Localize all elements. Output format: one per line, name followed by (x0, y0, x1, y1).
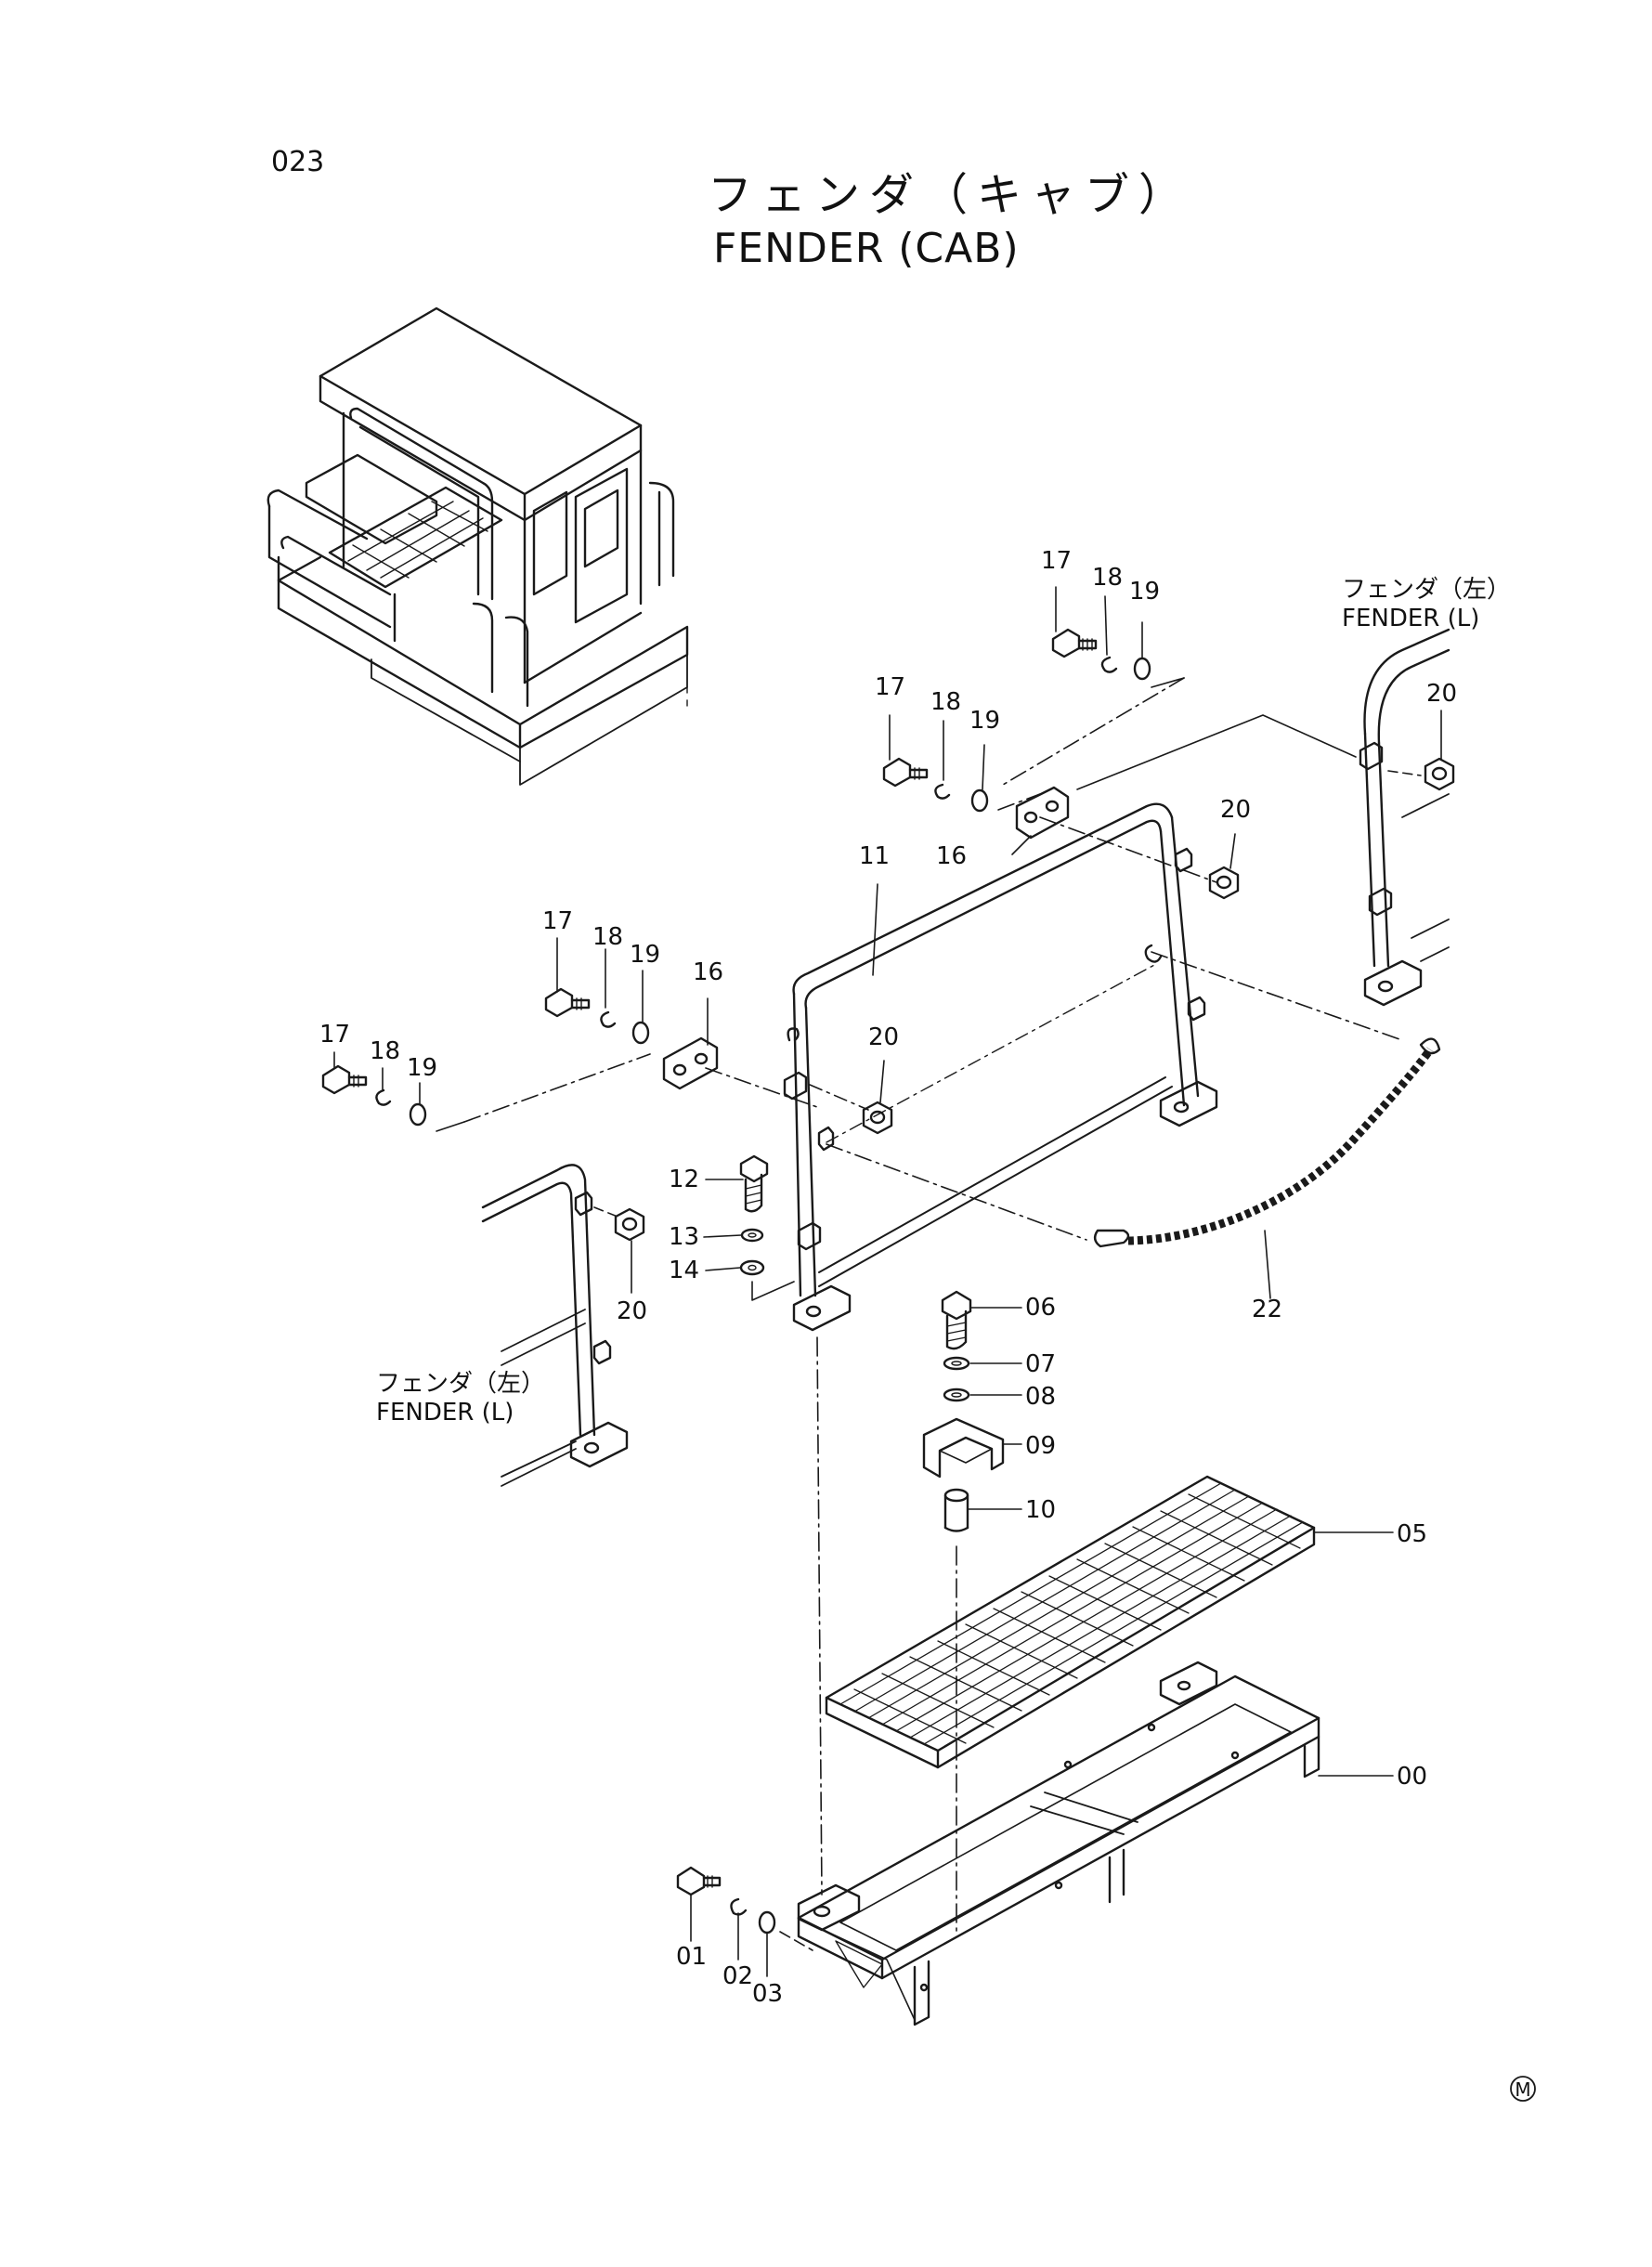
safety-chain (826, 951, 1441, 1248)
part-label-12: 12 (669, 1166, 699, 1193)
part-label-10: 10 (1025, 1496, 1056, 1524)
bolt-set-top-right (1002, 628, 1185, 786)
reference-left-japanese: フェンダ（左） (376, 1370, 546, 1398)
left-fender-rail (481, 1164, 629, 1487)
part-label-16: 16 (936, 842, 967, 870)
bolt-set-upper-middle (882, 757, 1041, 813)
part-label-14: 14 (669, 1257, 699, 1284)
part-label-17: 17 (1041, 547, 1072, 575)
maker-mark-circle (1510, 2076, 1536, 2102)
part-label-group: 17 18 19 17 18 19 17 18 19 17 18 19 20 2… (319, 547, 1457, 2008)
railing-frame (783, 802, 1218, 1332)
page-title-japanese: フェンダ（キャブ） (708, 169, 1193, 221)
clamp-plate-lower (662, 1036, 818, 1108)
bolt-set-lower-left (321, 1053, 651, 1132)
bolt-set-middle-left (544, 987, 650, 1045)
reference-right-japanese: フェンダ（左） (1342, 576, 1512, 604)
part-label-19: 19 (1129, 578, 1160, 606)
reference-left-english: FENDER (L) (376, 1399, 514, 1427)
bolt-01-assembly (676, 1866, 813, 1951)
part-label-20: 20 (1220, 796, 1251, 824)
nut-20-frame-left (862, 1101, 893, 1135)
part-label-20: 20 (1426, 680, 1457, 708)
part-label-18: 18 (592, 923, 623, 951)
part-label-17: 17 (875, 673, 905, 701)
right-fender-rail (1359, 628, 1450, 1007)
part-label-20: 20 (868, 1023, 899, 1051)
grating-grid (839, 1482, 1304, 1745)
bolt-12-assembly (739, 1154, 795, 1301)
part-label-13: 13 (669, 1223, 699, 1251)
page-title-english: FENDER (CAB) (713, 225, 1020, 272)
nut-20-left-fender (614, 1207, 645, 1242)
clamp-plate-upper (1015, 714, 1357, 883)
reference-left: フェンダ（左） FENDER (L) (376, 1370, 545, 1427)
part-label-16: 16 (693, 958, 723, 986)
part-label-17: 17 (319, 1021, 350, 1049)
part-label-20: 20 (617, 1297, 647, 1325)
part-label-00: 00 (1397, 1763, 1427, 1791)
nut-20-right-fender (1424, 757, 1455, 791)
part-label-19: 19 (407, 1054, 437, 1082)
part-label-19: 19 (630, 941, 660, 969)
part-label-05: 05 (1397, 1520, 1427, 1548)
leader-lines (333, 586, 1442, 1977)
part-label-06: 06 (1025, 1294, 1056, 1322)
grating-panel (825, 1475, 1316, 1769)
part-label-18: 18 (1092, 564, 1123, 592)
reference-right: フェンダ（左） FENDER (L) (1342, 576, 1511, 633)
part-label-11: 11 (859, 842, 890, 870)
part-label-17: 17 (542, 907, 573, 935)
bolt-06-assembly (922, 1290, 1005, 1937)
maker-mark-letter: M (1515, 2078, 1530, 2101)
part-label-02: 02 (722, 1962, 753, 1990)
part-label-08: 08 (1025, 1383, 1056, 1411)
cab-overview-illustration (267, 306, 689, 786)
part-label-07: 07 (1025, 1350, 1056, 1378)
part-label-19: 19 (969, 707, 1000, 735)
part-label-09: 09 (1025, 1432, 1056, 1460)
part-label-22: 22 (1252, 1296, 1282, 1323)
page-number: 023 (271, 146, 325, 178)
nut-20-frame-right (1208, 866, 1240, 900)
part-label-18: 18 (930, 688, 961, 716)
part-label-03: 03 (752, 1980, 783, 2008)
base-frame (797, 1336, 1320, 2026)
part-label-18: 18 (370, 1037, 400, 1065)
reference-right-english: FENDER (L) (1342, 605, 1480, 633)
part-label-01: 01 (676, 1943, 707, 1971)
